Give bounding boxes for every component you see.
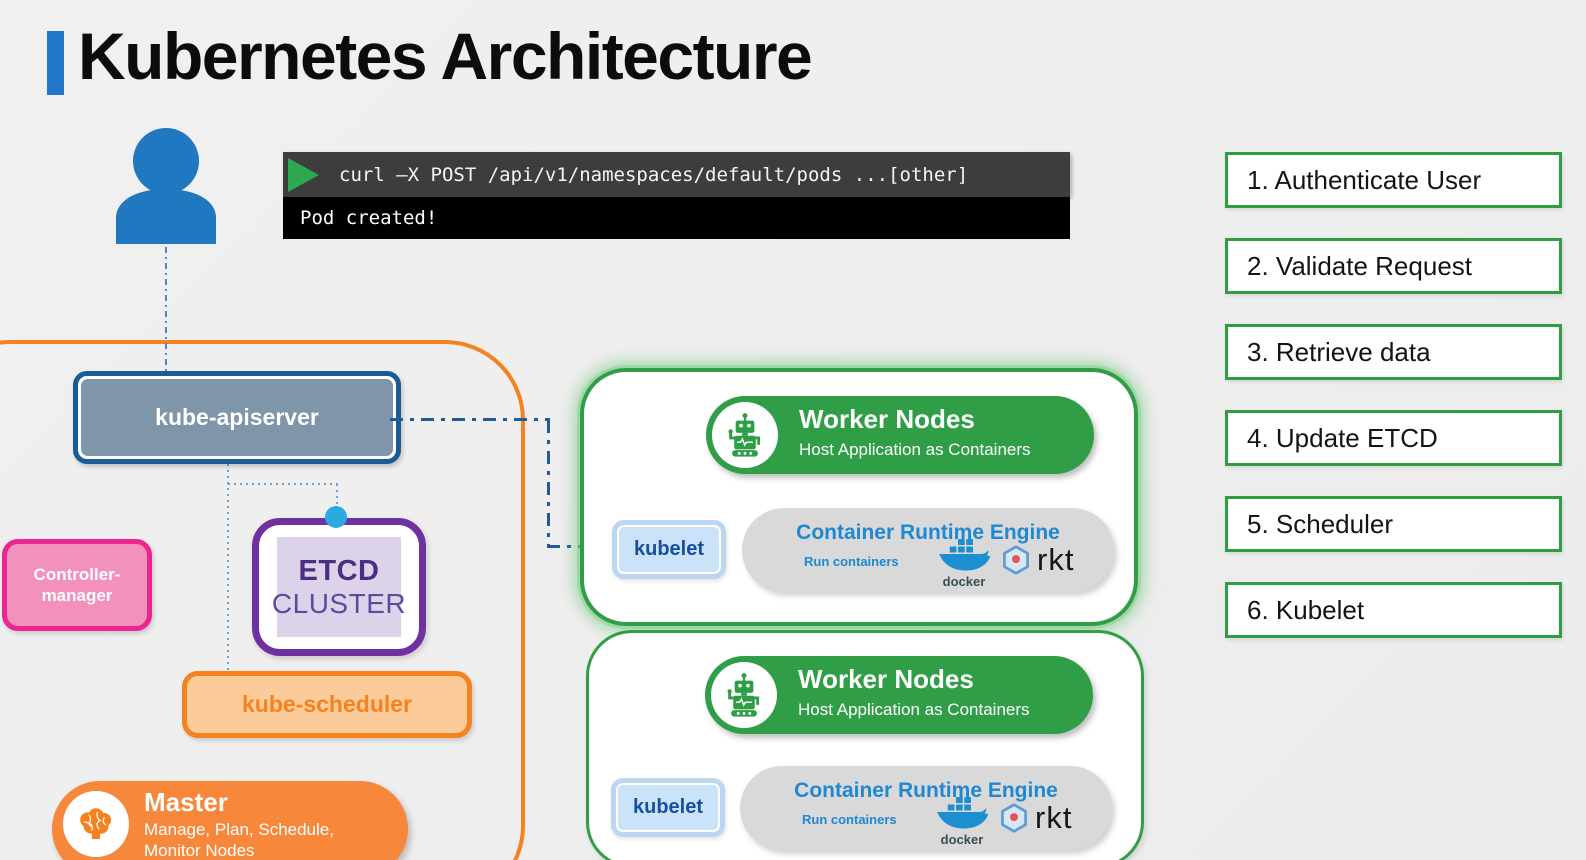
brain-icon-circle	[63, 791, 129, 857]
rkt-logo: rkt	[998, 800, 1072, 836]
worker-nodes-title: Worker Nodes	[798, 664, 974, 694]
step-retrieve-data: 3. Retrieve data	[1225, 324, 1562, 380]
container-runtime-title: Container Runtime Engine	[794, 779, 1058, 802]
kubelet-box-2: kubelet	[611, 778, 725, 837]
etcd-connection-dot	[325, 506, 347, 528]
etcd-label: ETCD	[298, 554, 380, 587]
terminal-output: Pod created!	[300, 207, 438, 229]
worker-nodes-pill-2: Worker Nodes Host Application as Contain…	[705, 656, 1093, 734]
kube-apiserver-label: kube-apiserver	[81, 379, 393, 456]
rkt-logo: rkt	[1000, 542, 1074, 578]
docker-logo: docker	[926, 794, 998, 847]
worker-nodes-subtitle: Host Application as Containers	[799, 440, 1031, 459]
etcd-cluster-box: ETCD CLUSTER	[252, 518, 426, 656]
page-title: Kubernetes Architecture	[78, 19, 813, 93]
connector-apiserver-to-scheduler	[227, 452, 229, 672]
rkt-hex-icon	[1003, 545, 1029, 575]
step-update-etcd: 4. Update ETCD	[1225, 410, 1562, 466]
step-authenticate-user: 1. Authenticate User	[1225, 152, 1562, 208]
worker-nodes-subtitle: Host Application as Containers	[798, 700, 1030, 719]
terminal-command: curl –X POST /api/v1/namespaces/default/…	[339, 163, 969, 186]
worker-node-group-2: Worker Nodes Host Application as Contain…	[586, 630, 1144, 860]
connector-branch-horizontal	[228, 483, 338, 485]
run-containers-label: Run containers	[802, 812, 897, 827]
docker-whale-icon	[939, 539, 991, 571]
robot-icon	[728, 413, 761, 457]
title-accent-bar	[47, 31, 64, 95]
cluster-label: CLUSTER	[271, 587, 407, 619]
container-runtime-pill-2: Container Runtime Engine Run containers …	[740, 766, 1112, 850]
robot-icon	[727, 673, 760, 717]
container-runtime-title: Container Runtime Engine	[796, 521, 1060, 544]
brain-icon	[80, 808, 112, 840]
rkt-label: rkt	[1037, 542, 1075, 577]
kube-scheduler-box: kube-scheduler	[182, 671, 472, 738]
robot-icon-circle	[712, 402, 778, 468]
worker-nodes-title: Worker Nodes	[799, 404, 975, 434]
rkt-hex-icon	[1001, 803, 1027, 833]
controller-manager-line1: Controller-	[33, 564, 121, 584]
user-icon	[116, 128, 216, 244]
docker-whale-icon	[937, 797, 989, 829]
docker-label: docker	[940, 832, 984, 847]
rkt-label: rkt	[1035, 800, 1073, 835]
etcd-cluster-inner: ETCD CLUSTER	[272, 537, 406, 637]
controller-manager-box: Controller- manager	[2, 539, 152, 631]
connector-into-kubelet	[547, 545, 612, 548]
docker-logo: docker	[928, 536, 1000, 589]
connector-user-to-apiserver	[165, 247, 167, 371]
terminal-output-bar: Pod created!	[283, 197, 1070, 239]
master-node-boundary	[0, 340, 525, 860]
step-kubelet: 6. Kubelet	[1225, 582, 1562, 638]
docker-label: docker	[942, 574, 986, 589]
master-title: Master	[144, 787, 228, 817]
worker-node-group-1: Worker Nodes Host Application as Contain…	[580, 368, 1138, 626]
connector-branch-to-etcd	[336, 484, 338, 508]
terminal-window: curl –X POST /api/v1/namespaces/default/…	[283, 152, 1070, 239]
run-triangle-icon	[288, 157, 319, 192]
connector-down-to-kubelet	[547, 420, 550, 546]
step-validate-request: 2. Validate Request	[1225, 238, 1562, 294]
worker-nodes-pill-1: Worker Nodes Host Application as Contain…	[706, 396, 1094, 474]
kube-apiserver-box: kube-apiserver	[73, 371, 401, 464]
robot-icon-circle	[711, 662, 777, 728]
kubelet-box-1: kubelet	[612, 520, 726, 579]
master-subtitle: Manage, Plan, Schedule, Monitor Nodes	[144, 820, 334, 860]
master-badge: Master Manage, Plan, Schedule, Monitor N…	[52, 781, 408, 860]
run-containers-label: Run containers	[804, 554, 899, 569]
connector-apiserver-right	[390, 418, 550, 421]
terminal-command-bar: curl –X POST /api/v1/namespaces/default/…	[283, 152, 1070, 197]
controller-manager-line2: manager	[41, 586, 113, 605]
step-scheduler: 5. Scheduler	[1225, 496, 1562, 552]
container-runtime-pill-1: Container Runtime Engine Run containers …	[742, 508, 1114, 592]
